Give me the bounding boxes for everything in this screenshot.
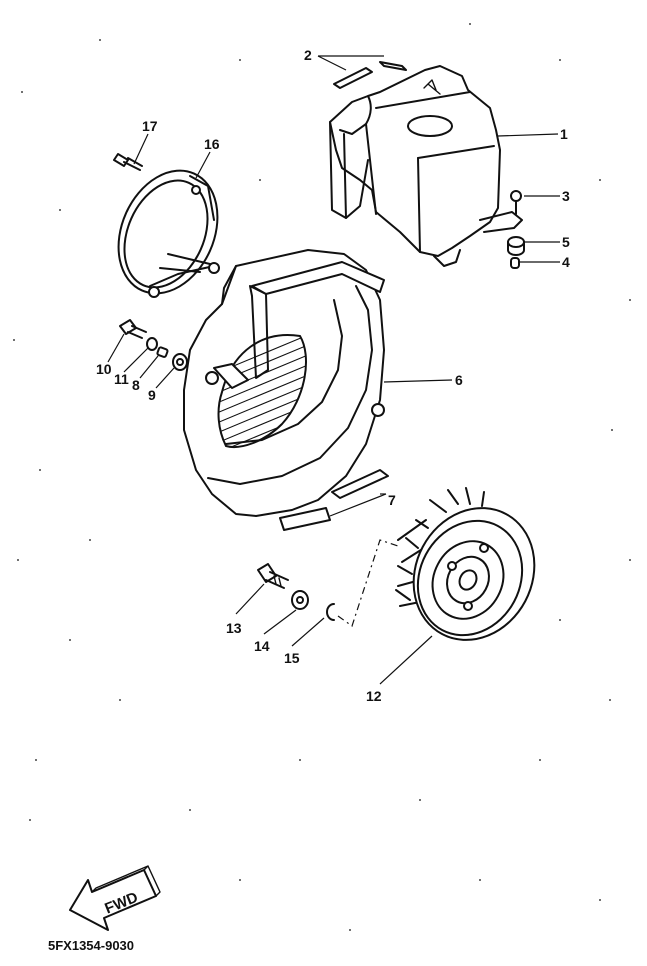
part-8-collar [156,346,169,358]
assembly-centerline [337,539,399,627]
callout-12: 12 [366,688,382,704]
callout-17: 17 [142,118,158,134]
callout-3: 3 [562,188,570,204]
part-5-grommet [507,236,525,256]
part-11-washer [146,337,158,351]
part-16-cover [117,169,220,298]
part-3-screw [510,190,522,215]
callout-15: 15 [284,650,300,666]
callout-8: 8 [132,377,140,393]
part-1-shroud-cover [329,65,523,267]
part-4-collar [510,257,520,269]
callout-2: 2 [304,47,312,63]
part-7-pads [279,469,389,531]
part-17-screw [113,153,143,171]
callout-10: 10 [96,361,112,377]
callout-labels: 1 2 3 4 5 6 7 8 9 10 11 12 13 14 15 16 1… [96,47,570,704]
callout-11: 11 [114,371,129,387]
part-15-lock-washer [326,603,335,621]
part-6-fan-shroud [183,249,385,517]
callout-13: 13 [226,620,242,636]
callout-4: 4 [562,254,570,270]
part-13-bolt [257,563,289,589]
fwd-direction-arrow: FWD [69,865,161,931]
part-14-washer [291,590,309,610]
callout-16: 16 [204,136,220,152]
part-2-pads [333,61,407,89]
part-12-flywheel [395,487,536,641]
callout-14: 14 [254,638,270,654]
part-9-grommet [172,353,188,371]
drawing-code: 5FX1354-9030 [48,938,134,953]
callout-1: 1 [560,126,568,142]
background-speckles [13,23,631,931]
callout-6: 6 [455,372,463,388]
callout-5: 5 [562,234,570,250]
callout-9: 9 [148,387,156,403]
callout-7: 7 [388,492,396,508]
leader-lines [107,55,560,685]
part-10-screw [119,319,147,339]
